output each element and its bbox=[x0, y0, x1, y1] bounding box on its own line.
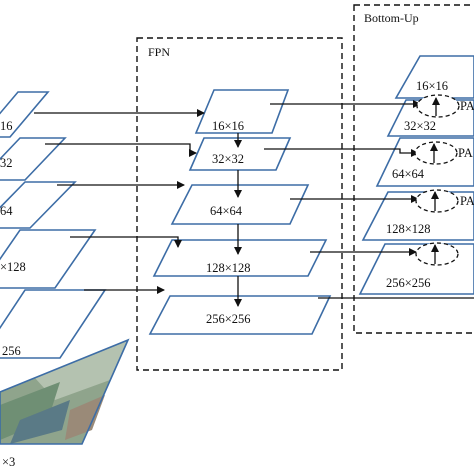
backbone-label-64: 64 bbox=[0, 204, 13, 218]
fpn-group-box bbox=[136, 37, 343, 371]
fpn-plane-128 bbox=[152, 239, 328, 277]
pa-label-3: PA bbox=[460, 194, 474, 208]
pa-module-2: PA bbox=[414, 141, 473, 165]
fpn-label-256: 256×256 bbox=[206, 312, 251, 326]
fpn-plane-16 bbox=[194, 89, 290, 134]
pa-ellipse-2 bbox=[414, 141, 458, 165]
backbone-label-128: ×128 bbox=[0, 260, 26, 274]
backbone-plane-64 bbox=[0, 181, 77, 229]
fpn-plane-64 bbox=[170, 184, 310, 225]
pa-ellipse-4 bbox=[415, 242, 459, 266]
pa-module-4 bbox=[415, 242, 459, 266]
fpn-title: FPN bbox=[148, 45, 170, 59]
fpn-label-128: 128×128 bbox=[206, 261, 251, 275]
fpn-label-64: 64×64 bbox=[210, 204, 243, 218]
fpn-out-arrow-32 bbox=[264, 148, 419, 157]
bottomup-group-box bbox=[353, 4, 474, 334]
fpn-label-16: 16×16 bbox=[212, 119, 244, 133]
pa-ellipse-3 bbox=[415, 189, 459, 213]
bottomup-title: Bottom-Up bbox=[364, 11, 419, 25]
fpn-plane-256 bbox=[148, 295, 332, 335]
pa-module-3: PA bbox=[415, 189, 474, 213]
backbone-plane-16 bbox=[0, 91, 50, 138]
pa-module-1: PA bbox=[416, 94, 474, 118]
lateral-connections bbox=[34, 109, 205, 294]
bottomup-label-128: 128×128 bbox=[386, 222, 431, 236]
bottomup-label-64: 64×64 bbox=[392, 167, 425, 181]
backbone-plane-32 bbox=[0, 137, 67, 181]
lateral-arrow-128 bbox=[70, 236, 182, 248]
pa-label-2: PA bbox=[458, 146, 473, 160]
backbone-label-16: 16 bbox=[0, 119, 13, 133]
fpn-to-bottomup-connections bbox=[264, 100, 474, 299]
input-size-label: ×3 bbox=[2, 455, 15, 469]
fpn-plane-32 bbox=[188, 137, 292, 171]
pa-ellipse-1 bbox=[416, 94, 460, 118]
bottomup-label-256: 256×256 bbox=[386, 276, 431, 290]
backbone-label-256: 256 bbox=[2, 344, 21, 358]
backbone-plane-128 bbox=[0, 229, 97, 289]
input-image bbox=[0, 338, 130, 445]
lateral-arrow-32 bbox=[45, 143, 197, 157]
bottomup-label-16: 16×16 bbox=[416, 79, 448, 93]
fpn-label-32: 32×32 bbox=[212, 152, 244, 166]
pa-label-1: PA bbox=[460, 99, 474, 113]
backbone-label-32: 32 bbox=[0, 156, 13, 170]
bottomup-label-32: 32×32 bbox=[404, 119, 436, 133]
